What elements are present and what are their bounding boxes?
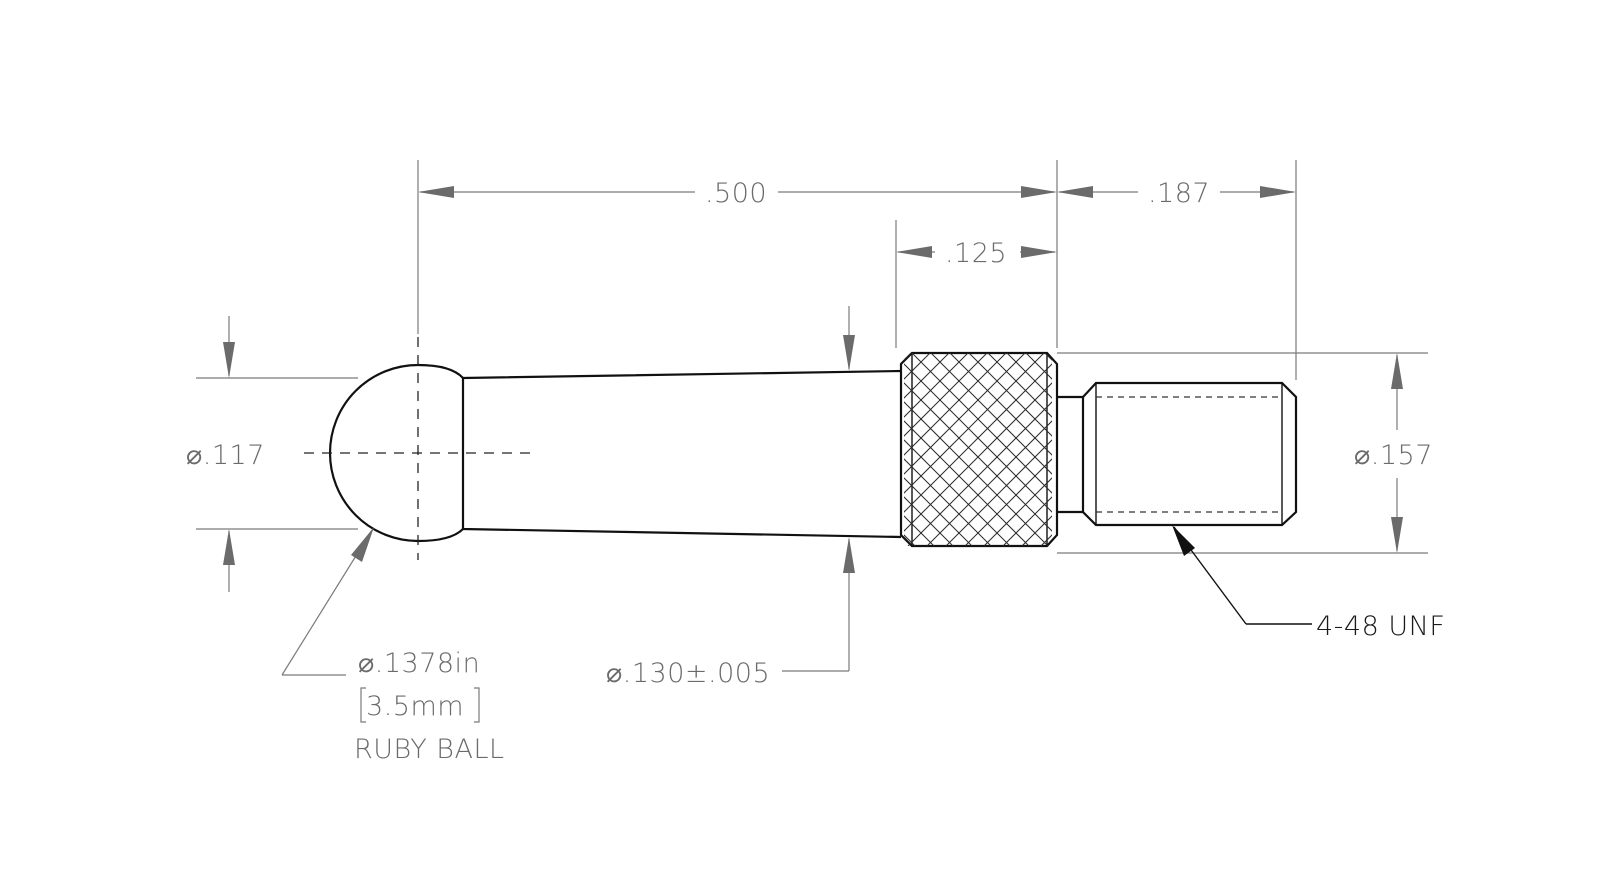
- ruby-ball-inch-label: ⌀.1378in: [358, 648, 480, 679]
- stem-outline: [461, 369, 902, 539]
- knurl-line: [926, 420, 1052, 546]
- knurl-line: [904, 534, 916, 546]
- stylus-part: [328, 351, 1298, 548]
- dim-knurl-length-label: .125: [945, 238, 1007, 269]
- knurl-line: [907, 401, 1052, 546]
- knurl-line: [987, 353, 1052, 418]
- knurl-line: [904, 515, 935, 546]
- ruby-ball-inch-value: .1378in: [375, 648, 480, 679]
- knurl-line: [904, 439, 1011, 546]
- knurl-line: [904, 477, 973, 546]
- thread-spec-label: 4-48 UNF: [1316, 611, 1445, 642]
- diameter-symbol: ⌀: [186, 440, 203, 471]
- diameter-symbol: ⌀: [1354, 440, 1371, 471]
- ball-centerlines: [304, 337, 530, 560]
- knurl-line: [703, 353, 896, 546]
- knurl-line: [911, 353, 1052, 494]
- dim-stem-dia-label: ⌀.130±.005: [606, 658, 770, 689]
- knurl-line: [904, 353, 988, 437]
- dim-thread-length-label: .187: [1148, 178, 1210, 209]
- knurl-line: [949, 353, 1052, 456]
- extension-lines: [196, 160, 1428, 554]
- knurl-line: [680, 353, 873, 546]
- knurl-pattern: [642, 353, 1052, 546]
- thread-outline: [1081, 381, 1298, 527]
- dim-stem-dia-value: .130±.005: [623, 658, 770, 689]
- dim-ball-dia-value: .117: [203, 440, 265, 471]
- dim-overall-length-label: .500: [705, 178, 767, 209]
- knurl-line: [904, 382, 1052, 532]
- knurl-line: [904, 496, 954, 546]
- diameter-symbol: ⌀: [606, 658, 623, 689]
- knurl-line: [904, 353, 950, 399]
- dim-overall-length: .500: [418, 178, 1057, 209]
- knurl-line: [930, 353, 1052, 475]
- knurl-line: [945, 439, 1052, 546]
- knurl-line: [904, 458, 992, 546]
- knurl-line: [699, 353, 892, 546]
- knurl-line: [904, 353, 1026, 475]
- knurl-line: [642, 353, 835, 546]
- dim-thread-length: .187: [1057, 178, 1296, 209]
- knurl-line: [904, 363, 1052, 513]
- knurl-line: [904, 363, 1052, 513]
- dim-ball-dia-label: ⌀.117: [186, 440, 265, 471]
- knurl-line: [684, 353, 877, 546]
- knurl-line: [661, 353, 854, 546]
- dim-thread-dia: ⌀.157: [1354, 353, 1433, 553]
- dim-stem-dia: ⌀.130±.005: [606, 306, 855, 689]
- knurl-line: [968, 353, 1052, 437]
- bracket-left: [360, 687, 366, 723]
- knurl-line: [904, 382, 1052, 532]
- bracket-right: [474, 687, 480, 723]
- knurl-line: [904, 353, 1045, 494]
- callout-thread: 4-48 UNF: [1172, 525, 1445, 642]
- knurl-line: [904, 401, 1049, 546]
- knurl-line: [904, 420, 1030, 546]
- dim-thread-dia-value: .157: [1371, 440, 1433, 471]
- knurl-line: [1006, 353, 1052, 399]
- dim-knurl-length: .125: [896, 238, 1057, 269]
- ruby-ball-mm-label: 3.5mm: [366, 691, 464, 722]
- knurl-line: [904, 353, 912, 361]
- diameter-symbol: ⌀: [358, 648, 375, 679]
- knurl-line: [904, 353, 969, 418]
- dim-thread-dia-label: ⌀.157: [1354, 440, 1433, 471]
- ruby-ball-name-label: RUBY BALL: [354, 734, 505, 765]
- callout-ruby-ball: ⌀.1378in 3.5mm RUBY BALL: [281, 527, 505, 765]
- knurl-line: [904, 353, 1007, 456]
- neck-outline: [1057, 395, 1083, 514]
- dim-ball-dia: ⌀.117: [186, 316, 265, 592]
